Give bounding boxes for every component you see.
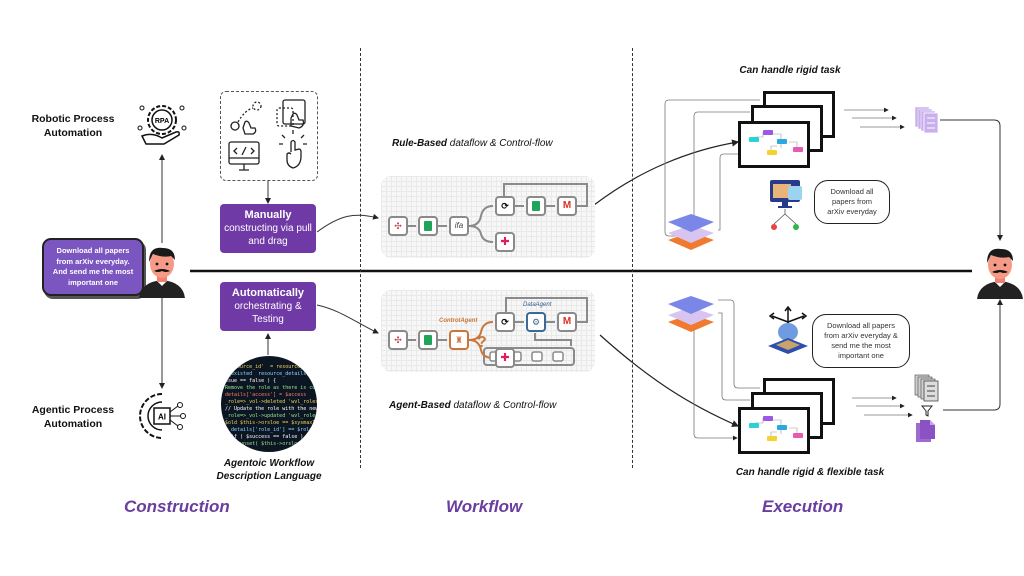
tap-gesture-icon [279,130,307,169]
slack-node: ✚ [495,232,515,252]
filter-icon [920,404,934,417]
arrow-agent-to-execution [599,334,740,427]
rule-based-bold: Rule-Based [392,138,448,149]
user-avatar-left [137,242,187,298]
workflow-screen-front [738,121,810,168]
rpa-label: Robotic Process Automation [31,113,115,139]
code-monitor-icon [228,141,260,171]
auto-construction-box: Automatically orchestrating & Testing [220,282,316,331]
code-line: // Update the role with the new access v… [225,406,317,412]
manual-construction-box: Manually constructing via pull and drag [220,204,316,253]
control-agent-label: ControlAgent [439,318,478,324]
auto-box-text: orchestrating & Testing [234,301,302,325]
rigid-task-bubble: Download all papers from arXiv everyday [814,180,890,224]
drag-select-icon [276,99,306,129]
code-line: Remove the role as there is currently [225,385,317,391]
document-stack-icon-top [914,106,940,134]
loop-node: ⟳ [495,196,515,216]
rule-based-caption: Rule-Based dataflow & Control-flow [392,138,553,149]
code-line: $old $this->orsloe == $sysmaxle ) { [225,420,317,426]
rule-based-text: dataflow & Control-flow [447,138,553,149]
divider-workflow-execution [632,48,633,468]
agent-based-bold: Agent-Based [389,400,451,411]
document-stack-icon-bottom [914,374,940,402]
webhook-node: ✣ [388,216,408,236]
gmail-node: M [557,312,577,332]
code-line: _role=>_vol->updated 'wvl_roles', array( [225,413,317,419]
code-line: -source_id' = resource_ [225,364,304,370]
apa-label: Agentic Process Automation [31,404,115,430]
flowchart-thumbnail [749,130,803,155]
code-line: ssue == false ) { [225,378,277,384]
auto-box-title: Automatically [231,287,305,299]
arrow-manual-to-rule-flow [316,213,379,233]
data-agent-node: ⚙ [526,312,546,332]
code-line: ( details['role_id'] == $role['role_id'] [225,427,317,433]
svg-text:RPA: RPA [155,118,169,125]
divider-construction-workflow [360,48,361,468]
ifa-node: ifa [449,216,469,236]
data-agent-label: DataAgent [523,302,552,308]
manual-box-title: Manually [244,209,292,221]
desktop-app-icon [768,178,806,234]
language-caption: Agentoic Workflow Description Language [216,458,322,482]
agent-based-flow-diagram: ControlAgent DataAgent ? ✣ ♜ ⟳ ⚙ M ✚ [381,290,595,372]
flexible-task-caption: Can handle rigid & flexible task [735,467,885,478]
sheets-node-2 [526,196,546,216]
section-title-execution: Execution [762,497,844,516]
arrow-rule-to-execution [593,139,740,206]
apa-ai-icon: AI [136,390,188,442]
loop-node: ⟳ [495,312,515,332]
flexible-task-bubble: Download all papers from arXiv everyday … [812,314,910,368]
control-agent-node: ♜ [449,330,469,350]
rpa-icon: RPA [136,98,188,150]
arrow-auto-to-agent-flow [316,304,379,334]
rule-based-flow-diagram: ✣ ifa ⟳ M ✚ [381,176,595,258]
code-line: details['access'] = $access [225,392,307,398]
flowchart-thumbnail [749,416,803,441]
section-title-construction: Construction [124,497,230,516]
sheets-node [418,330,438,350]
rigid-task-caption: Can handle rigid task [739,65,841,76]
webhook-node: ✣ [388,330,408,350]
manual-box-text: constructing via pull and drag [224,223,312,247]
workflow-screen-front-bottom [738,407,810,454]
user-request-bubble: Download all papers from arXiv everyday.… [42,238,144,296]
arrow-bottom-output-to-user [943,299,1003,411]
arrow-top-output-to-user [940,119,1003,241]
data-layers-icon-bottom [666,292,716,334]
slack-node: ✚ [495,348,515,368]
data-layers-icon-top [666,210,716,252]
ai-brain-chip-icon [766,305,810,356]
sheets-node [418,216,438,236]
user-avatar-right [975,243,1024,299]
code-line: if ( $success == false ) { [225,434,310,440]
agent-based-text: dataflow & Control-flow [450,400,557,411]
agent-based-caption: Agent-Based dataflow & Control-flow [389,400,556,411]
code-snippet-image: -source_id' = resource_ _existed resourc… [221,356,317,452]
drag-path-icon [230,101,262,135]
svg-text:AI: AI [158,413,166,422]
code-line: _role=>_vol->deleted 'wvl_roles', $detai… [225,399,317,405]
manual-tools-panel [220,91,318,181]
branch-question-mark: ? [477,334,487,351]
code-line: _existed resource_details['id' [225,371,317,377]
filtered-document-icon [915,419,939,443]
gmail-node: M [557,196,577,216]
section-title-workflow: Workflow [446,497,523,516]
